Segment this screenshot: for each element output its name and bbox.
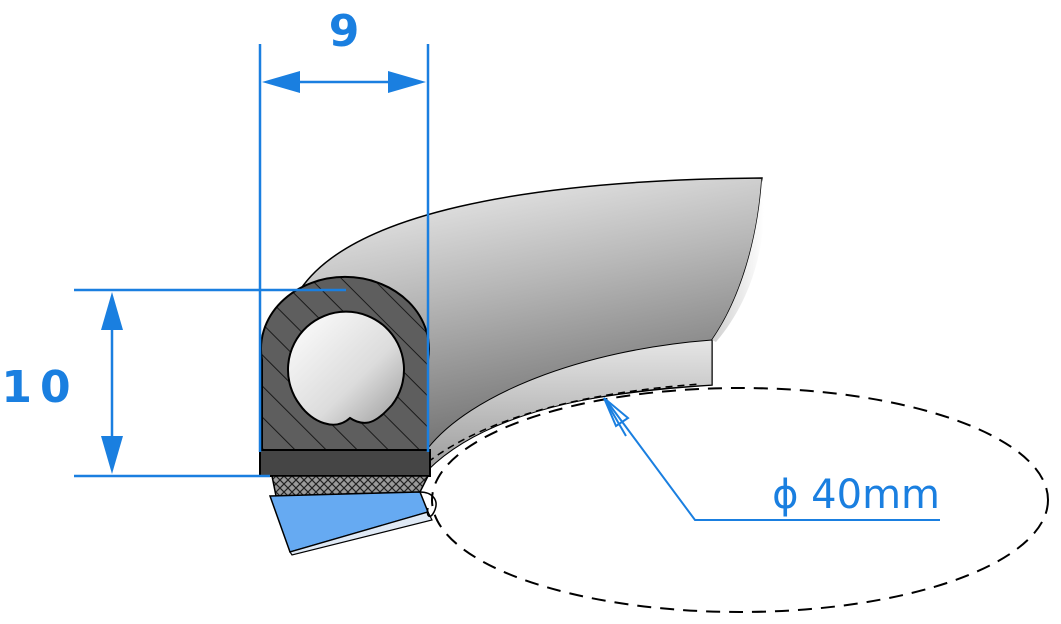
- release-tape: [268, 491, 437, 556]
- diameter-label: ϕ 40mm: [772, 472, 940, 518]
- diameter-leader: [603, 397, 940, 521]
- height-dimension: [74, 288, 346, 478]
- base-strip: [259, 449, 431, 477]
- height-label: 10: [1, 362, 78, 413]
- width-label: 9: [329, 6, 360, 57]
- profile-hollow: [287, 310, 405, 426]
- width-dimension: [258, 44, 430, 452]
- seal-cross-section: [260, 275, 430, 453]
- diameter-ellipse: [431, 387, 1049, 613]
